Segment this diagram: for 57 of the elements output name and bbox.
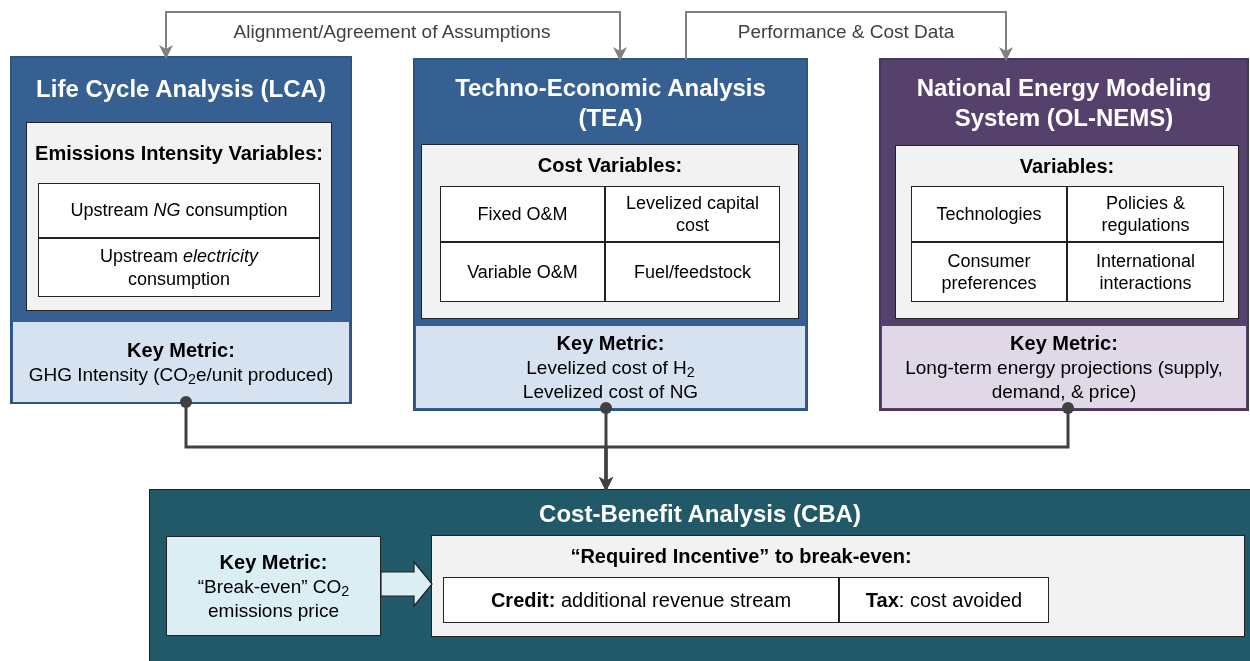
cell-label: Policies & regulations bbox=[1100, 191, 1191, 237]
connector-arrow bbox=[159, 11, 627, 61]
incentive-box bbox=[432, 536, 1244, 636]
cell-label: Levelized capital cost bbox=[624, 191, 761, 237]
variables-box bbox=[27, 123, 331, 310]
box-heading: “Required Incentive” to break-even: bbox=[570, 544, 912, 569]
panel-title: Cost-Benefit Analysis (CBA) bbox=[539, 499, 861, 529]
key-metric-text: Levelized cost of H$_{2}$ bbox=[526, 355, 695, 380]
box-heading: Emissions Intensity Variables: bbox=[35, 140, 323, 166]
key-metric-text: Levelized cost of NG bbox=[522, 379, 699, 404]
variable-cell bbox=[38, 183, 320, 238]
key-metric-heading: Key Metric: bbox=[556, 330, 665, 356]
cell-label: Tax: cost avoided bbox=[865, 587, 1023, 613]
cell-label: Upstream electricity consumption bbox=[98, 245, 260, 290]
variables-box bbox=[422, 145, 798, 318]
key-metric-heading: Key Metric: bbox=[127, 337, 235, 363]
cell-label: Fixed O&M bbox=[477, 202, 568, 226]
variable-cell bbox=[911, 186, 1067, 242]
cell-label: Technologies bbox=[936, 202, 1042, 226]
key-metric-heading: Key Metric: bbox=[1010, 330, 1118, 356]
variable-cell bbox=[1067, 186, 1224, 242]
cell-label: Fuel/feedstock bbox=[633, 260, 752, 284]
box-heading: Variables: bbox=[1019, 153, 1115, 179]
key-metric-box bbox=[882, 326, 1246, 408]
cell-label: Consumer preferences bbox=[940, 249, 1038, 295]
variable-cell bbox=[38, 238, 320, 297]
incentive-cell bbox=[443, 577, 839, 623]
connector-arrow bbox=[685, 11, 1013, 61]
analysis-panel bbox=[150, 490, 1250, 661]
panel-title: Techno-Economic Analysis (TEA) bbox=[454, 72, 767, 133]
analysis-panel bbox=[881, 60, 1247, 409]
panel-title: Life Cycle Analysis (LCA) bbox=[36, 74, 326, 104]
box-heading: Cost Variables: bbox=[537, 153, 683, 178]
cell-label: Variable O&M bbox=[467, 260, 578, 284]
variable-cell bbox=[605, 186, 780, 242]
block-arrow bbox=[380, 560, 433, 608]
variable-cell bbox=[440, 242, 605, 302]
variable-cell bbox=[440, 186, 605, 242]
key-metric-box bbox=[13, 322, 349, 402]
incentive-cell bbox=[839, 577, 1049, 623]
key-metric-heading: Key Metric: bbox=[219, 549, 328, 575]
cell-label: Credit: additional revenue stream bbox=[490, 587, 792, 613]
analysis-panel bbox=[12, 58, 350, 402]
variables-box bbox=[896, 146, 1238, 318]
variable-cell bbox=[911, 242, 1067, 302]
panel-title: National Energy Modeling System (OL-NEMS) bbox=[915, 73, 1213, 133]
key-metric-text: “Break-even” CO$_{2}$ emissions price bbox=[196, 574, 351, 623]
cell-label: Upstream NG consumption bbox=[70, 199, 288, 222]
key-metric-box bbox=[416, 326, 805, 408]
key-metric-text: GHG Intensity (CO$_{2}$e/unit produced) bbox=[28, 362, 334, 387]
analysis-panel bbox=[415, 60, 806, 409]
key-metric-box bbox=[166, 536, 381, 636]
connector-arrow bbox=[599, 402, 1074, 491]
variable-cell bbox=[1067, 242, 1224, 302]
variable-cell bbox=[605, 242, 780, 302]
key-metric-text: Long-term energy projections (supply, demand, & price) bbox=[904, 355, 1224, 404]
cell-label: International interactions bbox=[1094, 249, 1197, 295]
